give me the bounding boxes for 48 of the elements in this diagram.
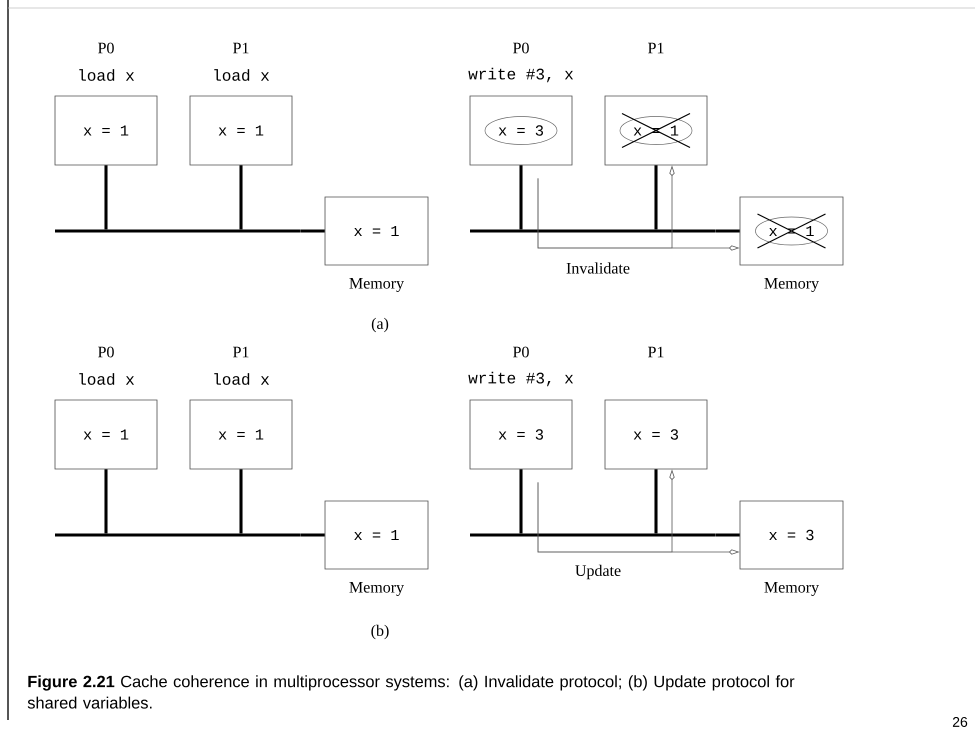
processor-label: P1 bbox=[648, 346, 664, 358]
cache-box: x = 3 bbox=[470, 96, 572, 166]
bus-connector bbox=[239, 165, 243, 230]
bus-line bbox=[470, 230, 715, 232]
bus-connector bbox=[104, 469, 108, 534]
bus-connector bbox=[300, 533, 325, 537]
memory-label: Memory bbox=[764, 582, 819, 596]
page-number: 26 bbox=[952, 717, 968, 727]
instruction-text: load x bbox=[214, 69, 270, 81]
processor-label: P0 bbox=[98, 42, 114, 54]
processor-label: P1 bbox=[233, 42, 248, 54]
memory-box: x = 1 bbox=[324, 500, 428, 570]
memory-label: Memory bbox=[349, 278, 404, 292]
processor-label: P1 bbox=[233, 346, 248, 358]
bus-connector bbox=[715, 533, 740, 537]
bus-connector bbox=[519, 165, 523, 230]
bus-connector bbox=[239, 469, 243, 534]
instruction-text: load x bbox=[79, 373, 134, 385]
cache-box: x = 3 bbox=[604, 400, 708, 470]
bus-connector bbox=[654, 469, 658, 534]
cache-box: x = 1 bbox=[54, 96, 158, 166]
instruction-text: load x bbox=[214, 373, 270, 385]
bus-line bbox=[55, 230, 300, 232]
memory-label: Memory bbox=[764, 278, 819, 292]
edge-label: Invalidate bbox=[564, 261, 632, 275]
memory-label: Memory bbox=[349, 582, 404, 596]
instruction-text: write #3, x bbox=[468, 68, 574, 82]
instruction-text: load x bbox=[79, 69, 134, 81]
instruction-text: write #3, x bbox=[468, 372, 574, 386]
cache-box: x = 1 bbox=[54, 400, 158, 470]
processor-label: P1 bbox=[648, 42, 664, 54]
panel-label: (b) bbox=[371, 624, 389, 640]
bus-connector bbox=[654, 165, 658, 230]
bus-connector bbox=[300, 229, 325, 233]
cache-box: x = 1 bbox=[190, 400, 292, 470]
bus-connector bbox=[519, 469, 523, 534]
edge-label: Update bbox=[574, 563, 622, 581]
bus-connector bbox=[715, 229, 740, 233]
processor-label: P0 bbox=[513, 346, 529, 358]
memory-box: x = 1 bbox=[324, 196, 428, 266]
processor-label: P0 bbox=[513, 42, 529, 54]
cache-box: x = 3 bbox=[470, 400, 572, 470]
processor-label: P0 bbox=[98, 346, 114, 358]
figure-caption: Figure 2.21 Cache coherence in multiprocessor systems: (a) Invalidate protocol; (b) Update protocol for shared variables. bbox=[28, 675, 794, 709]
cache-box: x = 1 bbox=[190, 96, 292, 166]
panel-label: (a) bbox=[372, 318, 388, 332]
bus-connector bbox=[104, 165, 108, 230]
memory-box: x = 3 bbox=[740, 500, 844, 570]
